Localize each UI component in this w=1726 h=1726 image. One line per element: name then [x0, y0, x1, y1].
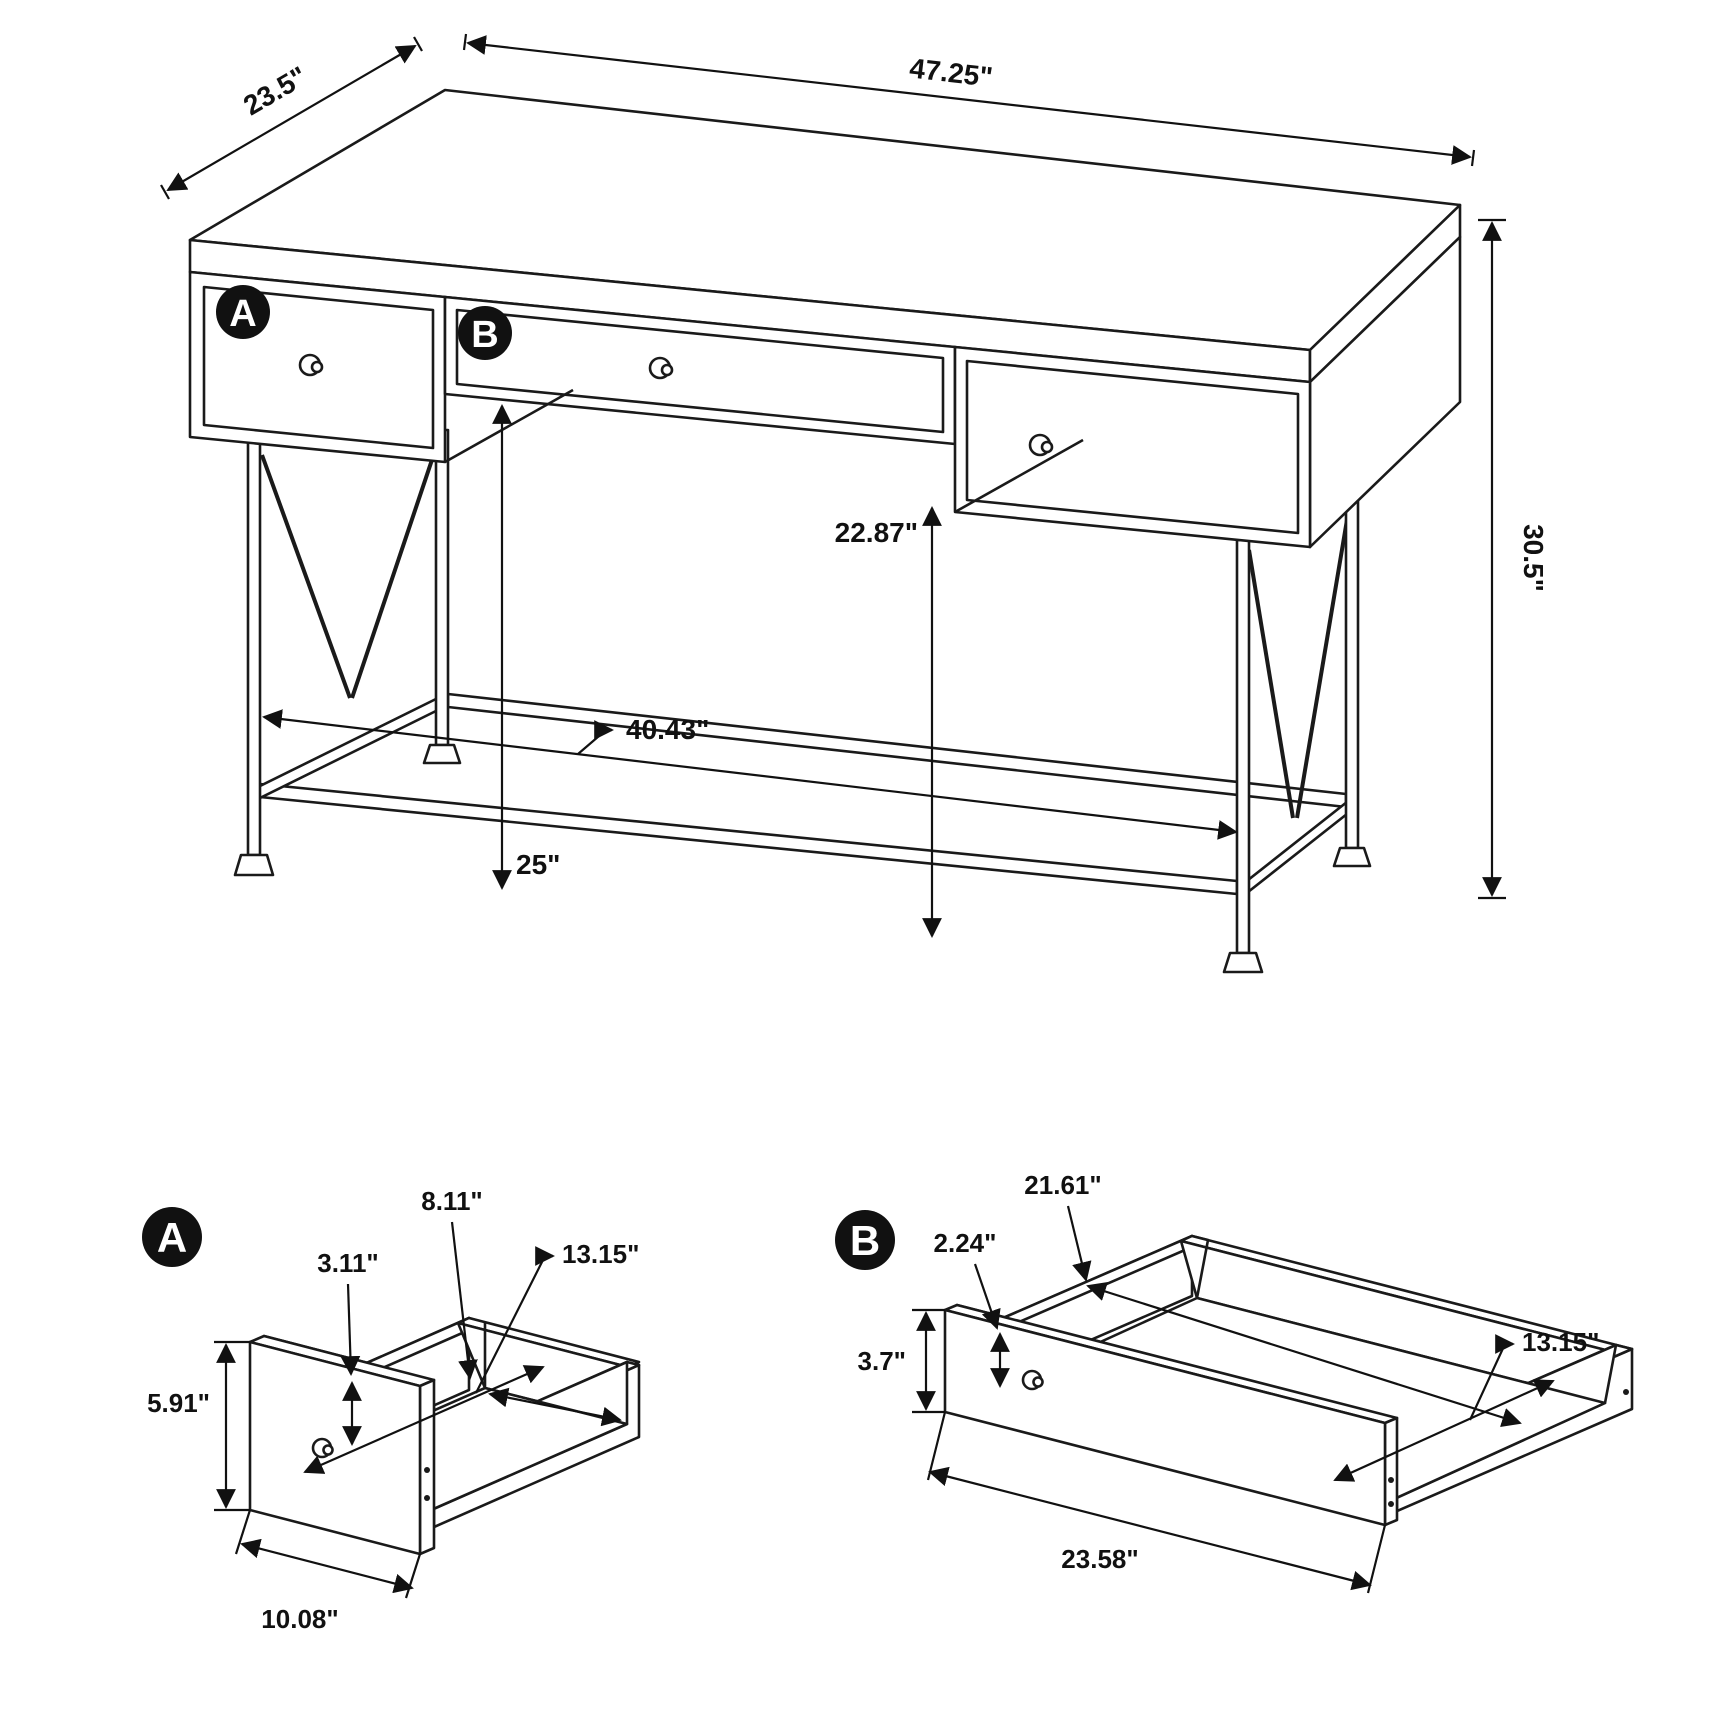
knob-face: [310, 360, 324, 374]
leg-span-dimension-line: [262, 709, 1238, 840]
drawer-b-box: [943, 1234, 1634, 1527]
badge-letter: B: [471, 314, 498, 356]
knob-face: [1032, 1376, 1044, 1388]
front-right-foot: [1222, 951, 1264, 974]
callout-badge-a-detail: A: [142, 1207, 202, 1267]
back-left-leg-post: [434, 428, 450, 747]
front-width-label: 10.08": [261, 1604, 338, 1634]
drawer-a-knob: [298, 353, 324, 377]
leg-span-dimension-label: 40.43": [626, 714, 709, 745]
callout-badge-b: B: [458, 306, 512, 360]
interior-width-leader: [1066, 1205, 1092, 1282]
knob-face: [660, 363, 674, 377]
extension-line: [404, 1553, 422, 1599]
tick: [462, 33, 468, 51]
extension-line: [234, 1509, 252, 1555]
back-right-foot: [1332, 846, 1372, 868]
drawer-a-detail: A: [142, 1186, 641, 1634]
badge-circle: [216, 285, 270, 339]
knob-face: [322, 1444, 334, 1456]
interior-depth-label: 13.15": [1522, 1327, 1599, 1357]
drawer-b-knob: [648, 356, 674, 380]
back-left-foot: [422, 743, 462, 765]
interior-width-label: 8.11": [421, 1186, 483, 1216]
right-cabinet-front: [953, 345, 1312, 549]
left-end-stretcher: [252, 694, 444, 803]
front-width-dimension-line: [928, 1466, 1372, 1591]
screw-hole: [1623, 1389, 1629, 1395]
front-width-dimension-line: [240, 1538, 414, 1594]
drawer-a-dimensions: 5.91" 10.08" 3.11" 8.11" 13.15": [147, 1186, 639, 1634]
front-right-leg-post: [1235, 538, 1251, 955]
interior-height-leader: [340, 1283, 361, 1376]
front-height-label: 3.7": [858, 1346, 906, 1376]
badge-circle: [458, 306, 512, 360]
right-cabinet-inner-edge: [954, 438, 1084, 514]
width-dimension-label: 47.25": [908, 52, 994, 92]
left-v-brace-back: [350, 429, 444, 699]
back-right-leg-post: [1344, 468, 1360, 850]
desk-body: A B: [188, 88, 1462, 549]
drawer-a-box: [248, 1316, 641, 1556]
extension-line: [1366, 1524, 1387, 1594]
callout-badge-b-detail: B: [835, 1210, 895, 1270]
interior-depth-leader: [1469, 1334, 1515, 1421]
drawer-b-detail-knob: [1021, 1369, 1044, 1391]
drawer-b-detail: B: [835, 1170, 1634, 1594]
interior-depth-dimension-line: [303, 1365, 545, 1474]
badge-letter: A: [229, 293, 256, 335]
left-v-brace-front: [260, 454, 352, 699]
interior-height-label: 2.24": [934, 1228, 997, 1258]
screw-hole: [424, 1467, 430, 1473]
badge-circle: [835, 1210, 895, 1270]
interior-width-label: 21.61": [1024, 1170, 1101, 1200]
interior-height-label: 3.11": [317, 1248, 379, 1278]
badge-letter: A: [157, 1214, 187, 1261]
interior-depth-dimension-line: [1333, 1379, 1555, 1482]
badge-letter: B: [850, 1217, 880, 1264]
clearance-dimension-label: 22.87": [835, 517, 918, 548]
width-dimension-line: [466, 35, 1472, 165]
interior-height-leader: [973, 1263, 1001, 1330]
knee-height-dimension-label: 25": [516, 849, 560, 880]
tick: [413, 36, 423, 52]
height-dimension-label: 30.5": [1518, 524, 1549, 592]
drawer-b-dimensions: 3.7" 23.58" 2.24" 21.61" 13.15": [858, 1170, 1599, 1594]
depth-dimension-line: [166, 45, 417, 191]
front-left-leg-post: [246, 439, 262, 857]
extension-line: [926, 1411, 947, 1481]
interior-depth-label: 13.15": [562, 1239, 639, 1269]
front-height-label: 5.91": [147, 1388, 210, 1418]
interior-width-leader: [450, 1221, 478, 1380]
front-left-foot: [233, 853, 275, 877]
right-drawer-front: [965, 359, 1300, 535]
tick: [160, 184, 170, 200]
front-stretcher-bar: [258, 782, 1239, 896]
right-v-brace-front: [1247, 549, 1295, 819]
screw-hole: [424, 1495, 430, 1501]
front-width-label: 23.58": [1061, 1544, 1138, 1574]
right-v-brace-back: [1295, 489, 1354, 819]
interior-depth-leader: [475, 1246, 555, 1394]
screw-hole: [1388, 1501, 1394, 1507]
screw-hole: [1388, 1477, 1394, 1483]
front-panel-side: [1383, 1416, 1399, 1527]
drawer-a-detail-knob: [311, 1437, 334, 1459]
tick: [1470, 149, 1476, 167]
leg-span-leader: [577, 720, 614, 755]
main-desk-view: A B 23.5" 47.25" 30.5": [160, 33, 1549, 974]
callout-badge-a: A: [216, 285, 270, 339]
badge-circle: [142, 1207, 202, 1267]
drawer-b-front: [455, 308, 945, 434]
knob-face: [1040, 440, 1054, 454]
right-drawer-knob: [1028, 433, 1054, 457]
